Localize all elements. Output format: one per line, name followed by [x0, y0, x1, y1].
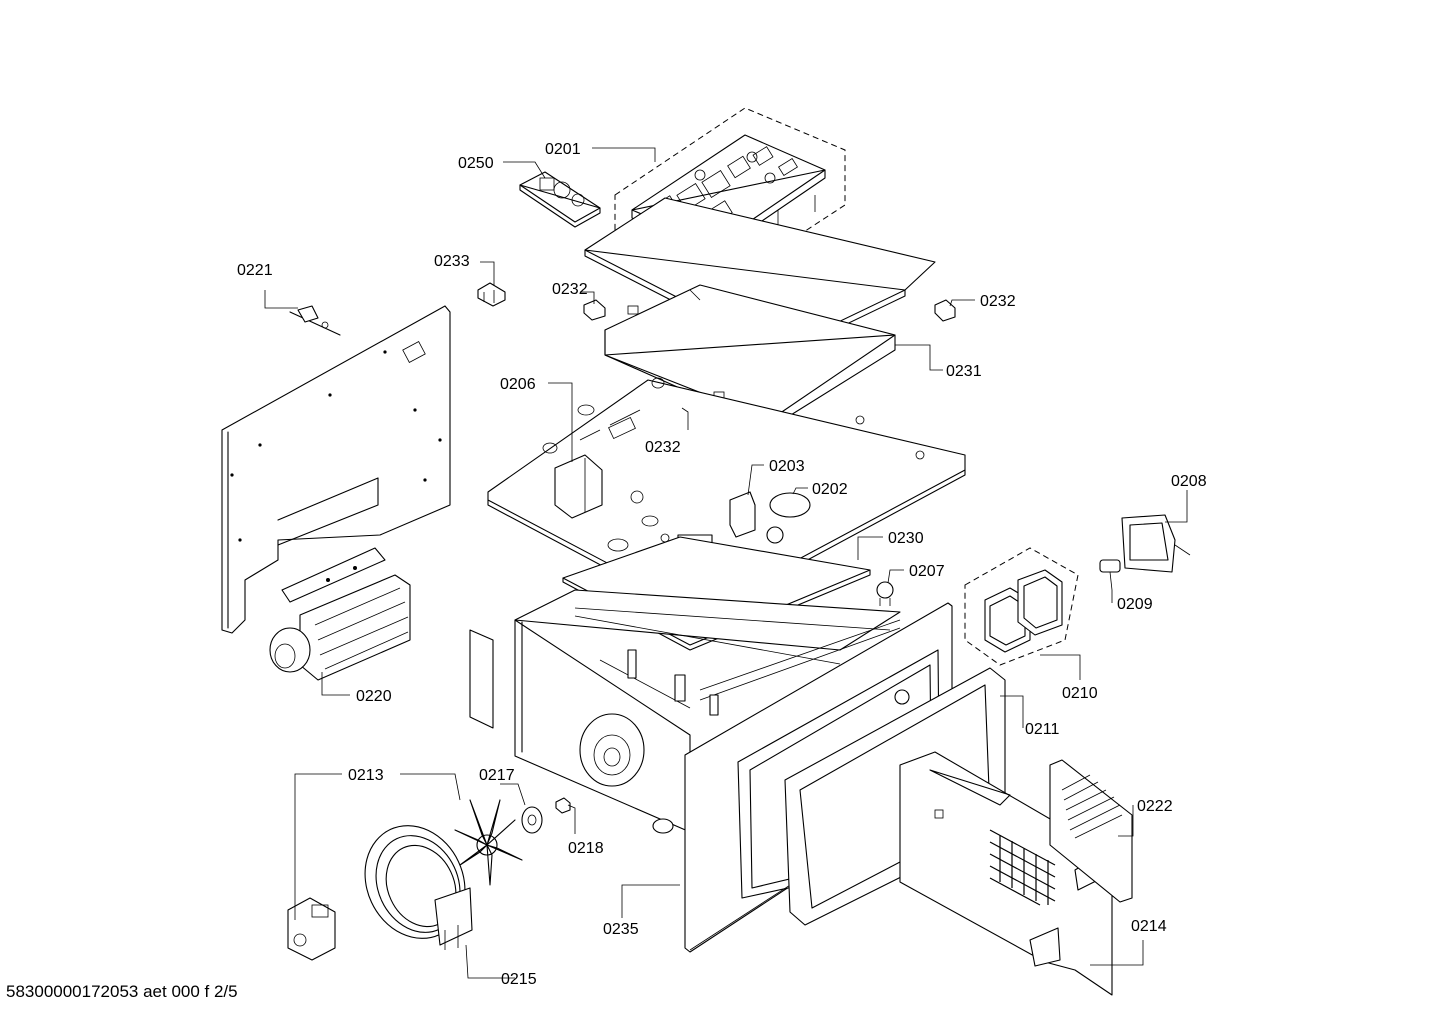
callout-0222: 0222: [1137, 798, 1173, 815]
part-0213-ring-heating-element[interactable]: [347, 809, 483, 955]
callout-0213: 0213: [348, 767, 384, 784]
callout-0201: 0201: [545, 141, 581, 158]
part-0232-bracket-b[interactable]: [934, 299, 956, 322]
callout-0232-a: 0232: [552, 281, 588, 298]
part-0210-gasket-set[interactable]: [964, 547, 1079, 666]
part-0217-convection-fan-blade[interactable]: [454, 799, 543, 886]
callout-0202: 0202: [812, 481, 848, 498]
callout-0230: 0230: [888, 530, 924, 547]
part-0231-cover-plate[interactable]: [584, 197, 936, 429]
part-0207-thermostat[interactable]: [876, 581, 894, 606]
part-0208-lamp-housing[interactable]: [1121, 514, 1191, 573]
callout-0203: 0203: [769, 458, 805, 475]
callout-0210: 0210: [1062, 685, 1098, 702]
leader-lines: [264, 147, 1188, 979]
part-0209-lamp-bulb[interactable]: [1099, 559, 1121, 573]
part-0222-door-grille[interactable]: [1049, 759, 1133, 903]
callout-0209: 0209: [1117, 596, 1153, 613]
callout-0217: 0217: [479, 767, 515, 784]
callout-0235: 0235: [603, 921, 639, 938]
part-0232-bracket-a[interactable]: [583, 299, 606, 321]
part-0250-filter-board[interactable]: [519, 171, 601, 228]
callout-0232-c: 0232: [645, 439, 681, 456]
part-0214-door-inner-panel[interactable]: [899, 751, 1113, 996]
callout-labels: 0201 0250 0221 0233 0232 0232 0231 0206 …: [237, 141, 1207, 988]
part-0220-cooling-fan[interactable]: [269, 547, 411, 681]
part-0221-temperature-sensor[interactable]: [289, 305, 341, 336]
callout-0232-b: 0232: [980, 293, 1016, 310]
part-fan-motor[interactable]: [287, 897, 336, 961]
part-oven-cavity[interactable]: [469, 589, 901, 834]
callout-0233: 0233: [434, 253, 470, 270]
part-0206-mounting-plate[interactable]: [487, 377, 966, 619]
callout-0221: 0221: [237, 262, 273, 279]
part-back-panel[interactable]: [221, 305, 451, 634]
callout-0207: 0207: [909, 563, 945, 580]
callout-0211: 0211: [1025, 721, 1060, 738]
callout-0214: 0214: [1131, 918, 1167, 935]
callout-0208: 0208: [1171, 473, 1207, 490]
drawing-number: 58300000172053 aet 000 f 2/5: [6, 982, 238, 1001]
part-0218-nut[interactable]: [555, 797, 571, 814]
door-grid-pattern: [989, 829, 1056, 906]
callout-0231: 0231: [946, 363, 982, 380]
callout-0220: 0220: [356, 688, 392, 705]
callout-0218: 0218: [568, 840, 604, 857]
part-0233-clip[interactable]: [477, 282, 506, 307]
callout-0250: 0250: [458, 155, 494, 172]
callout-0206: 0206: [500, 376, 536, 393]
callout-0215: 0215: [501, 971, 537, 988]
